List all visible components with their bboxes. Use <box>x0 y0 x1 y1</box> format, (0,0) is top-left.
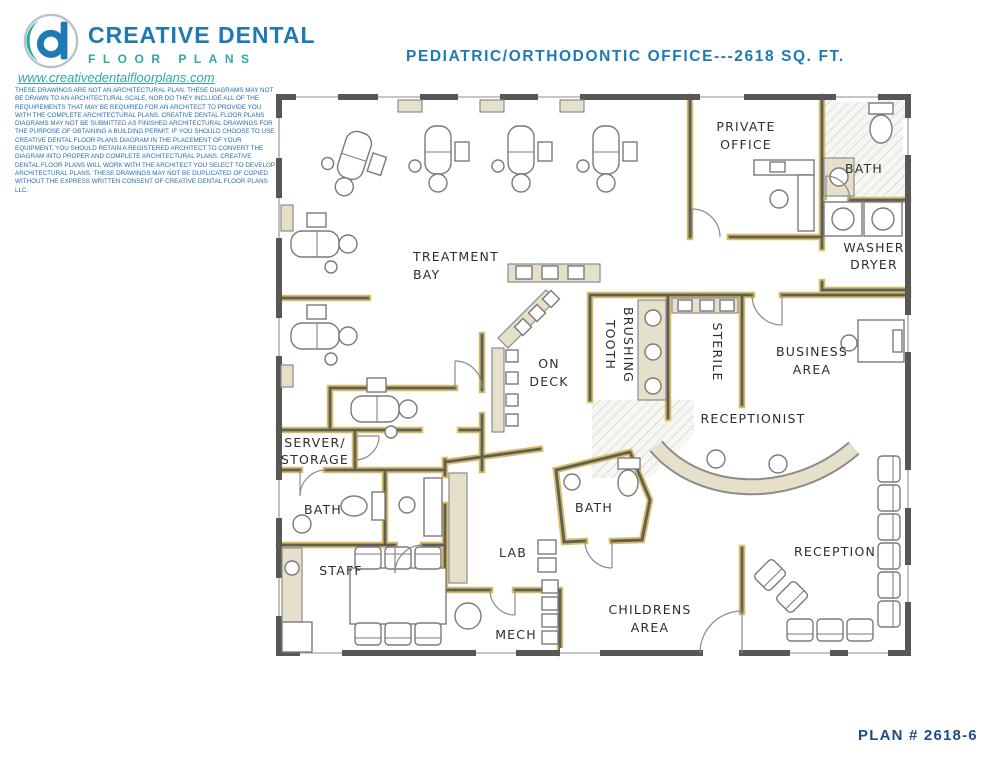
room-label-storage: STORAGE <box>281 452 349 467</box>
room-labels: TREATMENT BAY PRIVATE OFFICE BATH WASHER… <box>281 119 904 642</box>
room-label-on-deck-2: DECK <box>529 374 568 389</box>
room-label-bath-center: BATH <box>575 500 613 515</box>
room-label-bath-left: BATH <box>304 502 342 517</box>
room-label-dryer: DRYER <box>850 257 898 272</box>
website-link[interactable]: www.creativedentalfloorplans.com <box>18 70 215 85</box>
room-label-sterile: STERILE <box>710 322 725 381</box>
room-label-receptionist: RECEPTIONIST <box>701 411 806 426</box>
room-label-business-area: BUSINESS <box>776 344 848 359</box>
room-label-childrens-2: AREA <box>631 620 670 635</box>
page-title: PEDIATRIC/ORTHODONTIC OFFICE---2618 SQ. … <box>406 48 845 65</box>
room-label-washer: WASHER <box>843 240 904 255</box>
room-label-bath-top: BATH <box>845 161 883 176</box>
brand-block: CREATIVE DENTAL FLOOR PLANS <box>88 22 316 66</box>
room-label-private-office-2: OFFICE <box>720 137 772 152</box>
brand-subtitle: FLOOR PLANS <box>88 52 257 66</box>
room-label-staff: STAFF <box>319 563 363 578</box>
receptionist-desk <box>649 440 860 496</box>
windows <box>274 92 913 658</box>
room-label-treatment-bay-2: BAY <box>413 267 440 282</box>
disclaimer-text: THESE DRAWINGS ARE NOT AN ARCHITECTURAL … <box>15 87 275 194</box>
room-label-private-office: PRIVATE <box>716 119 775 134</box>
room-label-mech: MECH <box>495 627 537 642</box>
brand-name: CREATIVE DENTAL <box>88 22 316 48</box>
room-label-business-area-2: AREA <box>793 362 832 377</box>
furniture <box>281 102 905 653</box>
room-label-brushing: BRUSHING <box>621 307 636 383</box>
room-label-server: SERVER/ <box>284 435 346 450</box>
room-label-on-deck: ON <box>538 356 560 371</box>
room-label-treatment-bay: TREATMENT <box>412 249 499 264</box>
room-label-lab: LAB <box>499 545 527 560</box>
plan-number: PLAN # 2618-6 <box>858 727 978 744</box>
room-label-childrens: CHILDRENS <box>608 602 691 617</box>
doors <box>299 175 851 654</box>
room-label-tooth: TOOTH <box>603 319 618 370</box>
interior-walls <box>275 93 912 657</box>
room-label-reception: RECEPTION <box>794 544 876 559</box>
brand-logo <box>22 12 80 75</box>
brand-logo-icon <box>23 13 79 69</box>
